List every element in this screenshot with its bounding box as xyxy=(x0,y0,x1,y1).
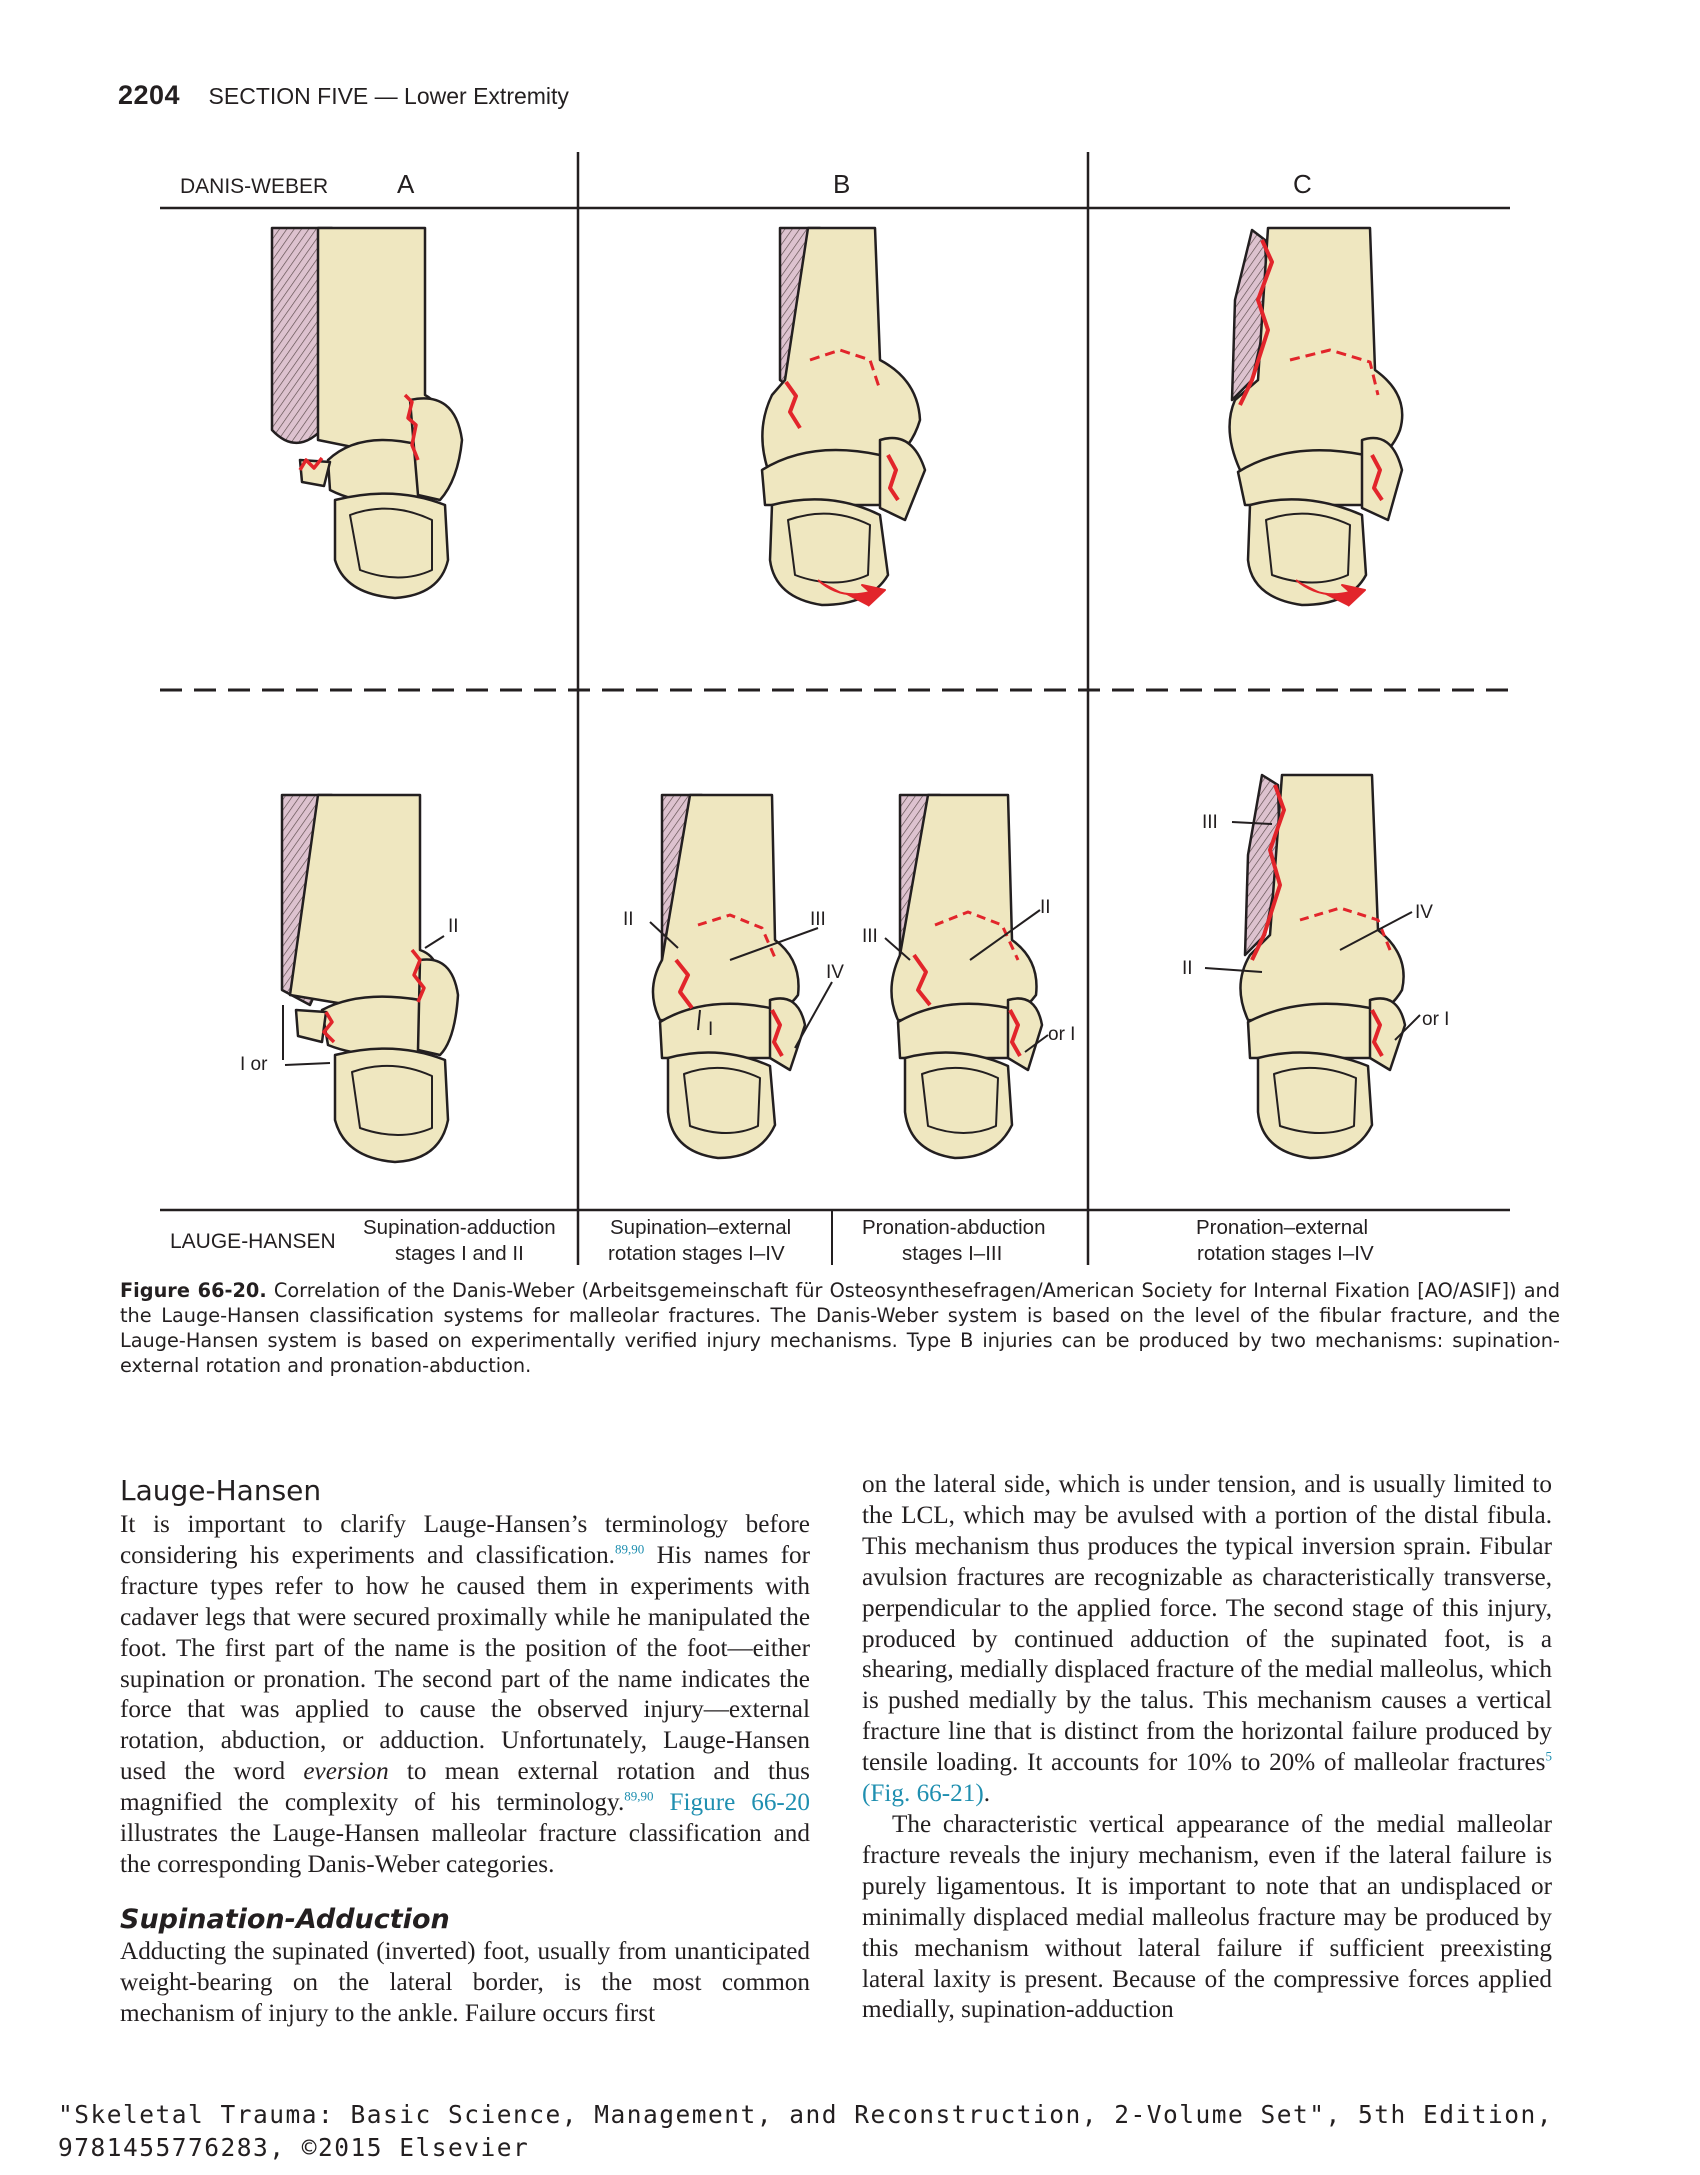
right-column: on the lateral side, which is under tens… xyxy=(862,1470,1552,2026)
callout-c-or-i: or I xyxy=(1422,1009,1449,1030)
left-column: Lauge-Hansen It is important to clarify … xyxy=(120,1470,810,2030)
danis-weber-label: DANIS-WEBER xyxy=(180,175,328,198)
callout-b1-i: I xyxy=(708,1019,713,1040)
figure-caption: Figure 66-20. Correlation of the Danis-W… xyxy=(120,1278,1560,1378)
paragraph-lateral-side: on the lateral side, which is under tens… xyxy=(862,1470,1552,1810)
callout-b1-iv: IV xyxy=(826,962,844,983)
ankle-illustration-a-bottom xyxy=(280,793,460,1164)
stage-label-sa-line2: stages I and II xyxy=(395,1242,524,1265)
footer-line-1: "Skeletal Trauma: Basic Science, Managem… xyxy=(58,2100,1554,2129)
ankle-illustration-c-top xyxy=(1228,226,1404,607)
heading-lauge-hansen: Lauge-Hansen xyxy=(120,1474,322,1507)
text-run: . xyxy=(983,1780,991,1808)
source-footer: "Skeletal Trauma: Basic Science, Managem… xyxy=(58,2098,1553,2164)
column-letter-a: A xyxy=(397,169,415,199)
page-number: 2204 xyxy=(118,80,181,110)
paragraph-lauge-hansen: It is important to clarify Lauge-Hansen’… xyxy=(120,1510,810,1881)
ankle-illustration-b-bottom-pa xyxy=(884,793,1049,1160)
text-run: to mean external rotation and thus magni… xyxy=(120,1758,810,1817)
citation[interactable]: 5 xyxy=(1545,1748,1553,1764)
text-run: on the lateral side, which is under tens… xyxy=(862,1471,1552,1777)
callout-b2-ii: II xyxy=(1040,897,1051,918)
stage-label-ser-line2: rotation stages I–IV xyxy=(608,1242,785,1265)
callout-b2-or-i: or I xyxy=(1048,1024,1075,1045)
ankle-illustration-a-top xyxy=(270,226,464,600)
heading-supination-adduction: Supination-Adduction xyxy=(120,1903,450,1935)
figure-caption-text: Correlation of the Danis-Weber (Arbeitsg… xyxy=(120,1279,1560,1377)
callout-c-iv: IV xyxy=(1415,902,1433,923)
running-header: 2204 SECTION FIVE — Lower Extremity xyxy=(118,80,569,111)
figure-label: Figure 66-20. xyxy=(120,1279,267,1302)
column-letter-c: C xyxy=(1293,169,1312,199)
footer-line-2: 9781455776283, ©2015 Elsevier xyxy=(58,2133,530,2162)
citation[interactable]: 89,90 xyxy=(614,1541,645,1557)
paragraph-supination-adduction: Adducting the supinated (inverted) foot,… xyxy=(120,1937,810,2027)
callout-a-ii: II xyxy=(448,916,459,937)
stage-label-sa-line1: Supination-adduction xyxy=(363,1216,556,1239)
callout-b2-iii: III xyxy=(862,926,878,947)
callout-c-ii: II xyxy=(1182,958,1193,979)
ankle-illustration-b-top xyxy=(760,226,927,607)
ankle-illustration-c-bottom xyxy=(1204,773,1421,1160)
section-title: SECTION FIVE — Lower Extremity xyxy=(208,83,569,109)
callout-b1-iii: III xyxy=(810,909,826,930)
stage-label-per-line2: rotation stages I–IV xyxy=(1197,1242,1374,1265)
fracture-classification-figure: DANIS-WEBER A B C xyxy=(160,152,1515,1265)
stage-label-per-line1: Pronation–external xyxy=(1196,1216,1368,1239)
emphasis-term: eversion xyxy=(303,1758,389,1786)
text-run: It is important to clarify Lauge-Hansen’… xyxy=(120,1511,810,1569)
stage-label-pa-line1: Pronation-abduction xyxy=(862,1216,1046,1239)
ankle-illustration-b-bottom-ser xyxy=(649,793,833,1160)
citation[interactable]: 89,90 xyxy=(624,1788,654,1804)
text-run: His names for fracture types refer to ho… xyxy=(120,1541,810,1786)
stage-label-pa-line2: stages I–III xyxy=(902,1242,1002,1265)
figure-link[interactable]: Figure 66-20 xyxy=(669,1789,811,1817)
callout-c-iii: III xyxy=(1202,812,1218,833)
callout-b1-ii: II xyxy=(623,909,634,930)
stage-label-ser-line1: Supination–external xyxy=(610,1216,791,1239)
callout-a-i-or: I or xyxy=(240,1054,268,1075)
lauge-hansen-label: LAUGE-HANSEN xyxy=(170,1230,336,1253)
figure-link[interactable]: (Fig. 66-21) xyxy=(862,1780,984,1808)
paragraph-medial-malleolar: The characteristic vertical appearance o… xyxy=(862,1810,1552,2024)
column-letter-b: B xyxy=(833,169,850,199)
text-run: illustrates the Lauge-Hansen malleolar f… xyxy=(120,1820,810,1878)
